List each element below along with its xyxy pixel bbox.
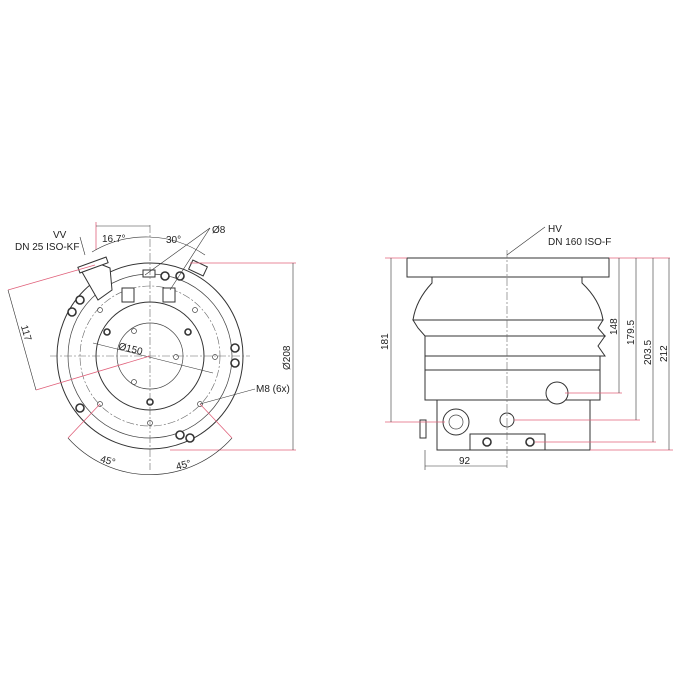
dim-117-line bbox=[7, 289, 37, 391]
vent-port bbox=[442, 408, 470, 436]
body-band bbox=[424, 355, 601, 371]
hv-leader bbox=[506, 226, 546, 256]
side-clip bbox=[419, 419, 427, 439]
side-connector bbox=[187, 259, 209, 277]
angle-45-right-label: 45° bbox=[175, 458, 192, 473]
front-view: VV DN 25 ISO-KF 16.7° 30° Ø8 117 Ø150 Ø2… bbox=[7, 222, 296, 475]
bolt-circle-dim bbox=[92, 342, 214, 374]
hv-flange bbox=[406, 257, 610, 278]
dim-181-label: 181 bbox=[380, 333, 391, 350]
hole-dia-label: Ø8 bbox=[212, 225, 226, 236]
dim-148-label: 148 bbox=[609, 318, 620, 335]
knob bbox=[545, 381, 569, 405]
terminal-screw bbox=[525, 437, 535, 447]
vv-flange bbox=[77, 256, 109, 274]
terminal-screw bbox=[482, 437, 492, 447]
cone-housing bbox=[412, 276, 604, 321]
hv-flange-label: DN 160 ISO-F bbox=[548, 237, 611, 248]
connector-top bbox=[142, 269, 156, 278]
vv-flange-label: DN 25 ISO-KF bbox=[15, 242, 79, 253]
outer-dia-label: Ø208 bbox=[282, 345, 293, 370]
dim-117-ext1 bbox=[7, 264, 96, 291]
m8-leader bbox=[199, 388, 256, 405]
dim-92-label: 92 bbox=[459, 456, 471, 467]
angle-30-label: 30° bbox=[166, 235, 181, 246]
dim-203-5-label: 203.5 bbox=[643, 340, 654, 365]
d8-leader2 bbox=[169, 227, 211, 291]
angle-45-left-label: 45° bbox=[99, 454, 116, 469]
d8-leader1 bbox=[144, 227, 211, 276]
bellows-2 bbox=[424, 335, 606, 357]
angle-arc-top bbox=[91, 236, 206, 256]
bellows-1 bbox=[412, 319, 607, 337]
thread-label: M8 (6x) bbox=[256, 384, 290, 395]
side-view: HV DN 160 ISO-F 181 148 179.5 203.5 212 … bbox=[380, 224, 673, 470]
dim-212-label: 212 bbox=[659, 345, 670, 362]
angle-ext-left bbox=[67, 403, 101, 439]
dim-179-5-label: 179.5 bbox=[626, 320, 637, 345]
dim-117-label: 117 bbox=[18, 324, 33, 343]
angle-arc-bottom bbox=[67, 437, 233, 475]
motor-housing bbox=[424, 369, 601, 401]
hv-label: HV bbox=[548, 224, 562, 235]
angle-16-7-label: 16.7° bbox=[102, 234, 125, 245]
dim-117-ext2 bbox=[35, 355, 151, 391]
vv-label: VV bbox=[53, 230, 67, 241]
vent-port-inner bbox=[448, 414, 464, 430]
angle-ext-right bbox=[199, 403, 233, 439]
connector-left bbox=[121, 287, 135, 303]
connector-right bbox=[162, 287, 176, 303]
vv-leader bbox=[79, 236, 86, 256]
